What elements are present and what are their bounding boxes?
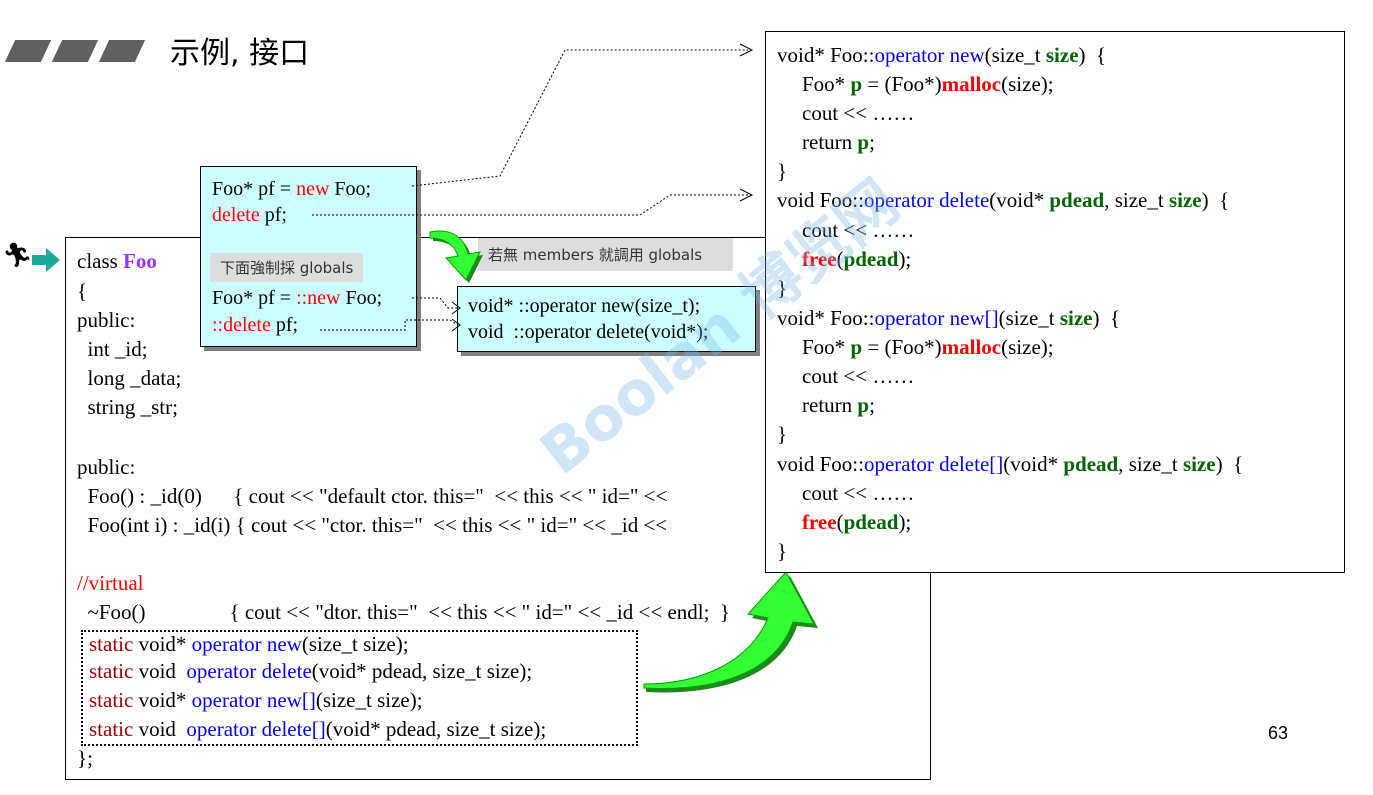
code-line: Foo() : _id(0) { cout << "default ctor. … [77,484,668,508]
right-arrow-icon [32,248,60,272]
code-line: public: [77,308,136,332]
code-line: cout << …… [802,364,915,388]
code-line: cout << …… [802,101,915,125]
code-line: } [777,539,788,563]
global-new-decl: void* ::operator new(size_t); [468,295,701,317]
code-line: cout << …… [802,481,915,505]
code-line: return p; [802,130,875,154]
static-line: static void* operator new[](size_t size)… [89,688,423,712]
global-delete-decl: void ::operator delete(void*); [468,321,709,343]
class-closing: }; [77,746,93,770]
code-line: string _str; [77,395,178,419]
operator-delete-array-signature: void Foo::operator delete[](void* pdead,… [777,452,1244,476]
header-bar-2 [51,40,99,62]
code-line: free(pdead); [802,247,912,271]
header-bar-1 [4,40,52,62]
operator-new-array-signature: void* Foo::operator new[](size_t size) { [777,306,1121,330]
code-line: return p; [802,393,875,417]
code-line: int _id; [77,337,148,361]
code-line: Foo* p = (Foo*)malloc(size); [802,335,1054,359]
new-expression: Foo* pf = new Foo; [212,178,372,200]
static-line: static void operator delete[](void* pdea… [89,717,547,741]
force-globals-label: 下面強制採 globals [210,253,364,282]
global-new-expression: Foo* pf = ::new Foo; [212,287,383,309]
code-line: free(pdead); [802,510,912,534]
global-operators-note [457,286,756,352]
global-delete-expression: ::delete pf; [212,314,299,336]
code-line: long _data; [77,366,182,390]
code-line: cout << …… [802,218,915,242]
static-line: static void* operator new(size_t size); [89,632,409,656]
code-line: } [777,159,788,183]
green-curved-arrow [643,571,818,693]
runner-icon: 🏃︎ [2,243,33,269]
header-bar-3 [98,40,146,62]
static-operators-block [81,630,638,746]
operator-new-signature: void* Foo::operator new(size_t size) { [777,43,1107,67]
class-line: class Foo [77,249,157,273]
dtor-line: ~Foo() { cout << "dtor. this=" << this <… [77,600,731,624]
comment-line: //virtual [77,571,144,595]
page-number: 63 [1268,723,1289,743]
green-down-arrow [429,230,483,283]
operator-delete-signature: void Foo::operator delete(void* pdead, s… [777,188,1230,212]
code-line: } [777,276,788,300]
implementation-box [765,31,1345,573]
delete-expression: delete pf; [212,204,287,226]
static-line: static void operator delete(void* pdead,… [89,659,533,683]
code-line: } [777,422,788,446]
code-line: Foo* p = (Foo*)malloc(size); [802,72,1054,96]
fallback-globals-label: 若無 members 就調用 globals [478,238,733,271]
code-line: public: [77,455,136,479]
code-line: { [77,279,88,303]
slide-title: 示例, 接口 [170,36,310,71]
code-line: Foo(int i) : _id(i) { cout << "ctor. thi… [77,513,668,537]
